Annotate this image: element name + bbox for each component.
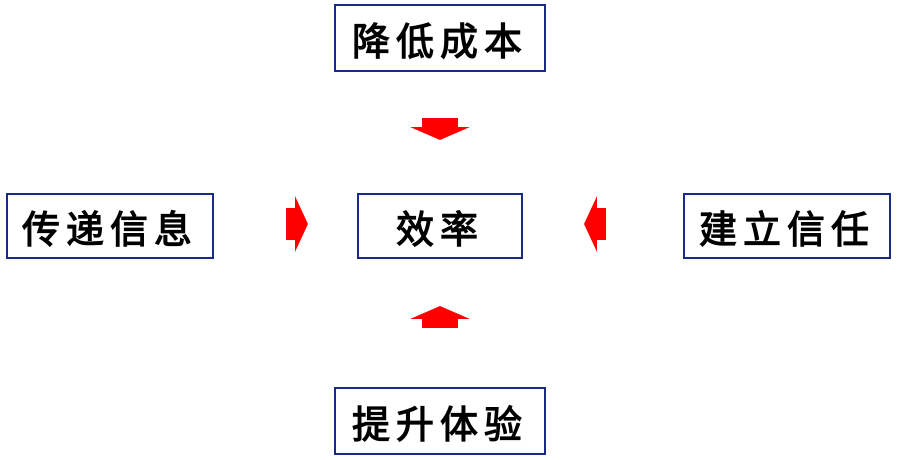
node-improve-experience: 提升体验 [334,387,546,455]
node-efficiency: 效率 [357,193,523,259]
node-build-trust-label: 建立信任 [698,206,875,252]
node-reduce-cost-label: 降低成本 [351,18,528,64]
node-transmit-info-label: 传递信息 [21,206,198,252]
node-build-trust: 建立信任 [683,193,891,259]
node-improve-experience-label: 提升体验 [351,401,528,447]
arrow-left-icon [584,196,606,252]
arrow-down-icon [410,118,470,140]
node-efficiency-label: 效率 [395,206,484,252]
node-reduce-cost: 降低成本 [334,4,546,72]
arrow-up-icon [410,306,470,328]
node-transmit-info: 传递信息 [6,193,214,259]
arrow-right-icon [286,196,308,252]
